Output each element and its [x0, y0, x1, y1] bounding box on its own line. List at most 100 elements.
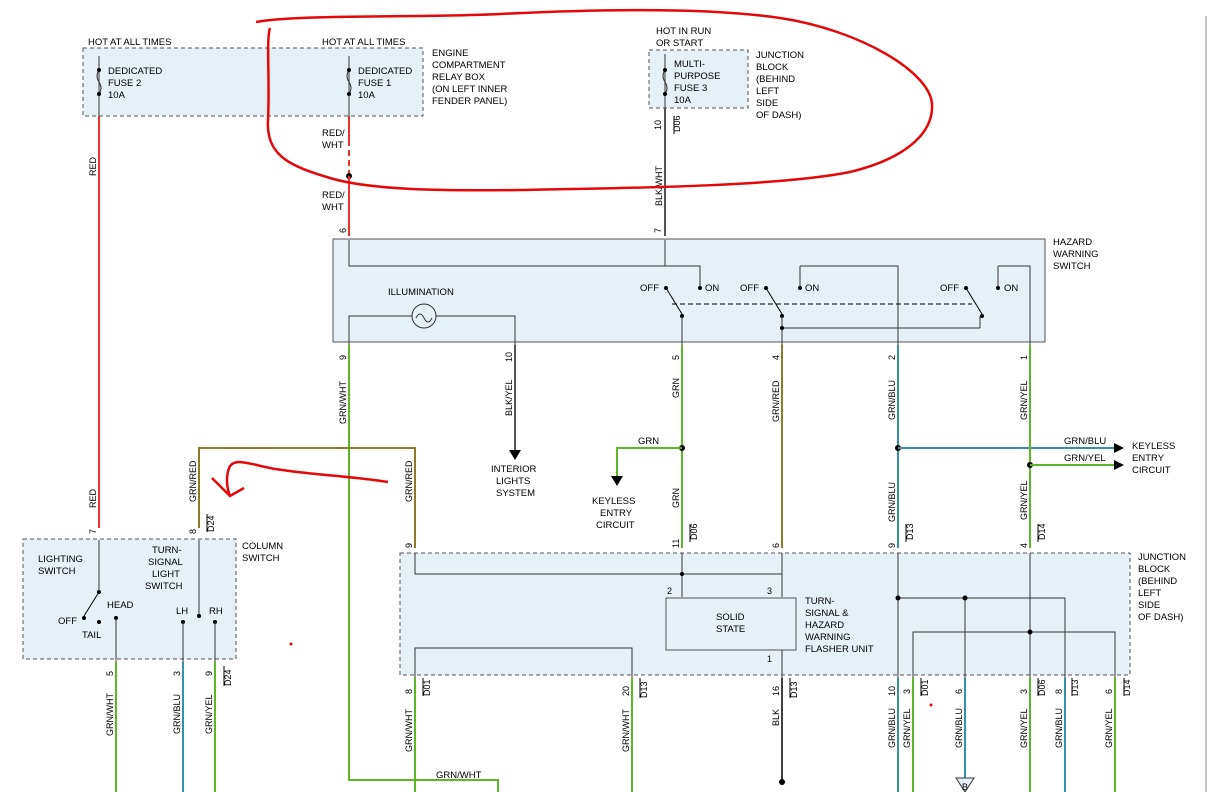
- relay-box-caption-5: FENDER PANEL): [432, 96, 507, 107]
- connector-d06-top: D06: [672, 115, 682, 132]
- fuse1-line2: FUSE 1: [358, 78, 391, 89]
- flasher-caption-1: TURN-: [805, 596, 835, 607]
- jb-pin-6a: 6: [954, 689, 964, 694]
- solid-state-1: SOLID: [716, 612, 745, 623]
- connector-d24-bottom: D24: [223, 669, 233, 686]
- connector-d13-mid: D13: [905, 523, 915, 540]
- column-pin-3: 3: [172, 671, 182, 676]
- interior-lights-3: SYSTEM: [496, 488, 535, 499]
- turn-lh: LH: [176, 606, 188, 617]
- lighting-head: HEAD: [107, 600, 134, 611]
- ground-connector-icon: [955, 777, 975, 792]
- fuse2-line2: FUSE 2: [108, 78, 141, 89]
- arrow-right-icon: [1114, 443, 1124, 453]
- wire-label-col-grn-blu: GRN/BLU: [172, 694, 182, 734]
- flasher-pin-1: 1: [767, 654, 772, 664]
- jb-pin-6b: 6: [1104, 689, 1114, 694]
- hazard-pin-2: 2: [887, 355, 897, 360]
- flasher-caption-4: WARNING: [805, 632, 851, 643]
- hazard-pin-6: 6: [338, 228, 348, 233]
- wire-label-grn-1: GRN: [671, 378, 681, 398]
- wire-label-col-grn-yel: GRN/YEL: [204, 694, 214, 734]
- wire-label-red-wht-1a: RED/: [322, 128, 345, 139]
- pin-9-d13: 9: [887, 543, 897, 548]
- jb-d14: D14: [1122, 679, 1132, 696]
- junction-bottom-caption-1: JUNCTION: [1138, 552, 1186, 563]
- wire-label-grn-yel-2: GRN/YEL: [1019, 480, 1029, 520]
- turn-switch-2: SIGNAL: [148, 557, 183, 568]
- wire-label-blk-yel: BLK/YEL: [504, 379, 514, 416]
- hazard-caption-1: HAZARD: [1053, 237, 1092, 248]
- fuse1-line1: DEDICATED: [358, 66, 412, 77]
- wire-label-jb-grn-blu-3: GRN/BLU: [1054, 708, 1064, 748]
- hot-at-all-times-label-1: HOT AT ALL TIMES: [88, 37, 171, 48]
- flasher-caption-2: SIGNAL &: [805, 608, 849, 619]
- junction-top-caption-6: OF DASH): [756, 110, 801, 121]
- hazard-caption-3: SWITCH: [1053, 261, 1091, 272]
- hazard-pin-10: 10: [504, 352, 514, 362]
- column-switch-caption-1: COLUMN: [242, 541, 283, 552]
- annotation-arrowhead-icon: [211, 477, 245, 498]
- fuse3-line4: 10A: [674, 95, 692, 106]
- wire-label-jb-grn-blu-1: GRN/BLU: [887, 708, 897, 748]
- relay-box-caption-2: COMPARTMENT: [432, 60, 506, 71]
- keyless-left-2: ENTRY: [600, 508, 633, 519]
- jb-d06: D06: [1037, 679, 1047, 696]
- flasher-caption-3: HAZARD: [805, 620, 844, 631]
- fuse1-line3: 10A: [358, 90, 376, 101]
- wire-label-grn-red-left: GRN/RED: [188, 460, 198, 502]
- wire-grn-wht-illum: [348, 345, 499, 792]
- junction-top-caption-4: LEFT: [756, 86, 779, 97]
- wire-label-grn-2: GRN: [671, 488, 681, 508]
- jb-pin-8: 8: [404, 689, 414, 694]
- lighting-switch-1: LIGHTING: [38, 554, 83, 565]
- fuse2-line1: DEDICATED: [108, 66, 162, 77]
- hazard-caption-2: WARNING: [1053, 249, 1099, 260]
- wire-label-blk: BLK: [771, 709, 781, 726]
- connector-d06-mid: D06: [689, 523, 699, 540]
- pin-11: 11: [671, 539, 681, 548]
- wire-label-grn-yel-1: GRN/YEL: [1019, 380, 1029, 420]
- relay-box-caption-1: ENGINE: [432, 48, 468, 59]
- junction-bottom-caption-3: (BEHIND: [1138, 576, 1177, 587]
- flasher-pin-3: 3: [767, 586, 772, 596]
- junction-block-top: HOT IN RUN OR START MULTI- PURPOSE FUSE …: [648, 26, 804, 134]
- turn-rh: RH: [209, 606, 223, 617]
- pin-4-d14: 4: [1019, 543, 1029, 548]
- annotation-circle: [255, 8, 934, 192]
- wire-label-grn-blu-1: GRN/BLU: [887, 380, 897, 420]
- wire-label-jb-grn-yel-3: GRN/YEL: [1104, 708, 1114, 748]
- hot-run-start-2: OR START: [656, 38, 703, 49]
- jb-d01-left: D01: [422, 679, 432, 696]
- wire-label-red-bottom: RED: [88, 488, 98, 508]
- turn-switch-4: SWITCH: [145, 581, 183, 592]
- pin-10-top: 10: [653, 120, 663, 130]
- wire-label-jb-grn-wht-1: GRN/WHT: [404, 709, 414, 752]
- jb-d13-20: D13: [639, 681, 649, 698]
- wire-label-red-wht-2b: WHT: [322, 202, 344, 213]
- hazard-off-3: OFF: [940, 283, 959, 294]
- interior-lights-2: LIGHTS: [496, 476, 530, 487]
- fuse2-line3: 10A: [108, 90, 126, 101]
- annotation-dot: [929, 703, 933, 707]
- junction-bottom-caption-2: BLOCK: [1138, 564, 1171, 575]
- junction-block-bottom: JUNCTION BLOCK (BEHIND LEFT SIDE OF DASH…: [399, 552, 1186, 678]
- jb-pin-8b: 8: [1054, 689, 1064, 694]
- jb-pin-10: 10: [887, 686, 897, 696]
- jb-pin-3b: 3: [1019, 689, 1029, 694]
- wire-label-col-grn-wht: GRN/WHT: [105, 693, 115, 736]
- junction-top-caption-1: JUNCTION: [756, 50, 804, 61]
- junction-bottom-caption-5: SIDE: [1138, 600, 1160, 611]
- fuse3-line3: FUSE 3: [674, 83, 707, 94]
- wire-label-grn-branch: GRN: [638, 436, 659, 447]
- hazard-pin-1: 1: [1019, 355, 1029, 360]
- relay-box-caption-4: (ON LEFT INNER: [432, 84, 507, 95]
- annotation-arrow: [225, 460, 389, 497]
- wire-label-jb-grn-yel-2: GRN/YEL: [1019, 708, 1029, 748]
- wire-label-grn-blu-branch: GRN/BLU: [1064, 436, 1106, 447]
- jb-pin-3a: 3: [902, 689, 912, 694]
- lighting-off: OFF: [58, 616, 77, 627]
- arrow-right-icon: [1114, 460, 1124, 470]
- fuse3-line2: PURPOSE: [674, 71, 720, 82]
- hazard-pin-7: 7: [653, 228, 663, 233]
